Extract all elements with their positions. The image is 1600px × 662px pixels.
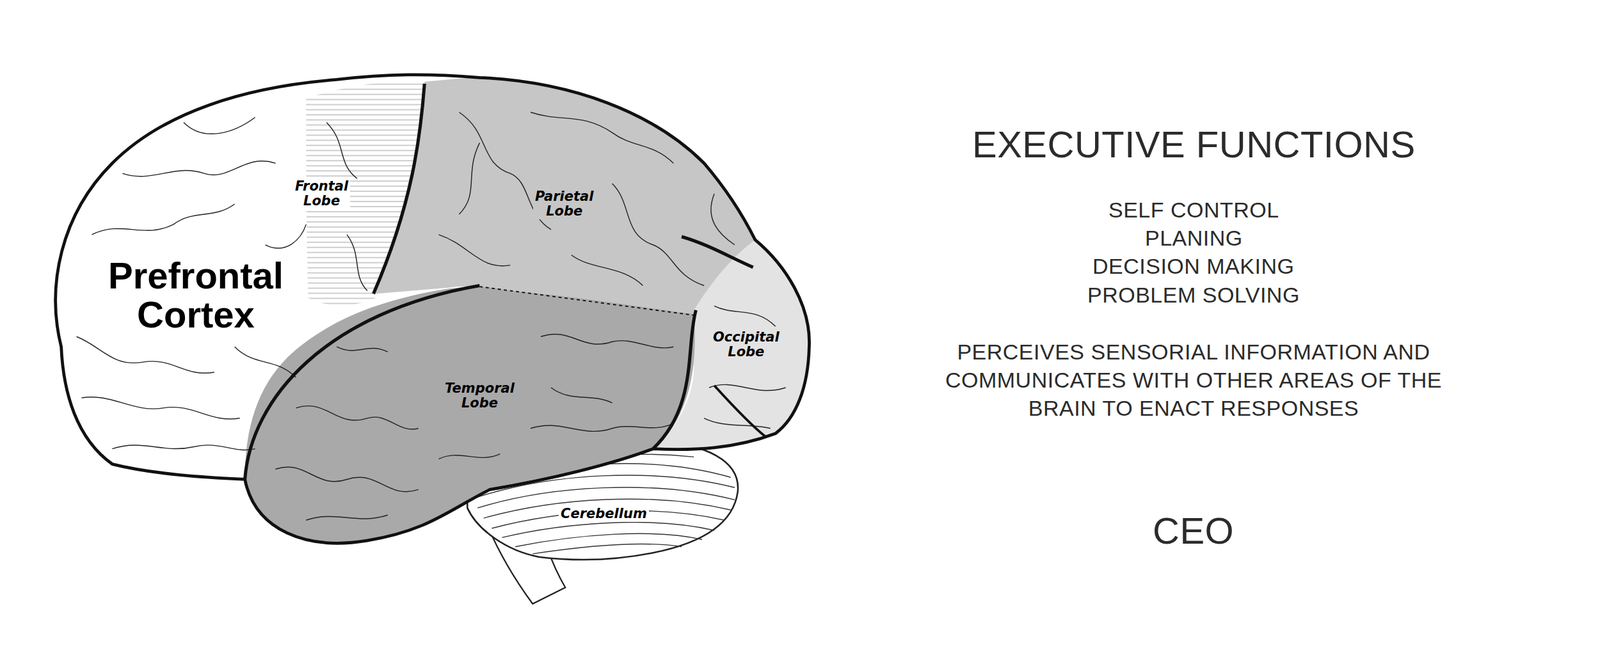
function-item: PLANING — [1144, 224, 1243, 253]
parietal-lobe-region — [375, 77, 756, 317]
cerebrum — [55, 74, 810, 544]
region-label: Prefrontal Cortex — [106, 256, 286, 336]
role-label: CEO — [1152, 517, 1234, 546]
lobe-label: Occipital Lobe — [711, 329, 782, 361]
brain-outline — [55, 74, 810, 544]
lobe-label: Temporal Lobe — [442, 380, 517, 412]
function-item: PROBLEM SOLVING — [1087, 280, 1300, 310]
sulci — [76, 112, 786, 521]
region-label: Cerebellum — [558, 506, 649, 523]
lobe-label: Parietal Lobe — [533, 188, 596, 220]
heading: EXECUTIVE FUNCTIONS — [972, 122, 1416, 166]
function-item: DECISION MAKING — [1092, 252, 1295, 281]
temporal-lobe-region — [245, 286, 696, 544]
lobe-label: Frontal Lobe — [293, 178, 351, 210]
description-text: PERCEIVES SENSORIAL INFORMATION AND COMM… — [912, 337, 1476, 423]
function-item: SELF CONTROL — [1108, 195, 1280, 224]
